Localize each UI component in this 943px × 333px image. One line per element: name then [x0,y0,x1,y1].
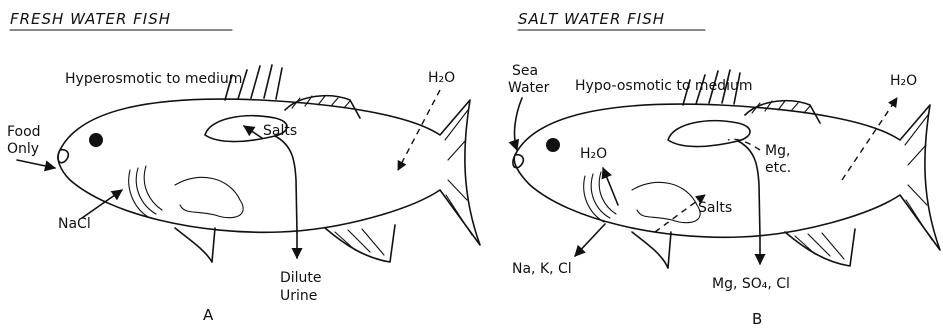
panel-a-urine-label-1: Dilute [280,270,322,286]
panel-a-fresh-water: FRESH WATER FISH Hyperosmotic to medium … [7,10,480,324]
panel-b-sea-label-1: Sea [512,63,538,79]
saltwater-anal-fin [785,229,855,266]
freshwater-gut [175,177,243,217]
freshwater-pelvic-fin [175,228,215,262]
panel-a-food-label-2: Only [7,141,39,157]
food-inflow-arrow [17,160,55,168]
seawater-inflow-arrow [515,98,522,150]
panel-a-urine-label-2: Urine [280,288,317,304]
panel-b-mg-label-1: Mg, [765,143,790,159]
freshwater-ureter [275,136,297,232]
gill-salt-excretion-arrow [575,224,605,256]
saltwater-fish-body [514,104,940,250]
panel-a-title: FRESH WATER FISH [10,10,171,28]
panel-a-salts-label: Salts [263,123,297,139]
panel-b-mg-label-2: etc. [765,160,791,176]
freshwater-anal-fin [325,225,395,262]
water-loss-arrow [842,98,897,180]
saltwater-pelvic-fin [632,232,671,268]
water-drink-arrow [603,168,618,205]
saltwater-ureter [738,141,760,238]
panel-b-title: SALT WATER FISH [518,10,665,28]
panel-b-salts-label: Salts [698,200,732,216]
panel-b-water-in-label: H₂O [580,146,607,162]
freshwater-fish-eye [89,133,103,147]
panel-b-figure-label: B [752,310,762,328]
panel-a-food-label-1: Food [7,124,41,140]
saltwater-fish-eye [546,138,560,152]
freshwater-fish-mouth [58,150,68,163]
freshwater-fish-body [58,99,480,245]
water-influx-arrow [398,90,440,170]
panel-b-urine-label: Mg, SO₄, Cl [712,276,790,292]
panel-b-gill-label: Na, K, Cl [512,261,572,277]
panel-b-salt-water: SALT WATER FISH Hypo-osmotic to medium S… [508,10,940,328]
panel-b-sea-label-2: Water [508,80,550,96]
panel-a-water-label: H₂O [428,70,455,86]
panel-a-osmotic-label: Hyperosmotic to medium [65,71,242,87]
salts-reabsorb-arrow [244,126,262,138]
panel-b-water-out-label: H₂O [890,73,917,89]
panel-a-nacl-label: NaCl [58,216,91,232]
panel-a-figure-label: A [203,306,214,324]
saltwater-gut [632,182,700,222]
nacl-uptake-arrow [82,190,122,218]
saltwater-kidney [668,121,750,147]
